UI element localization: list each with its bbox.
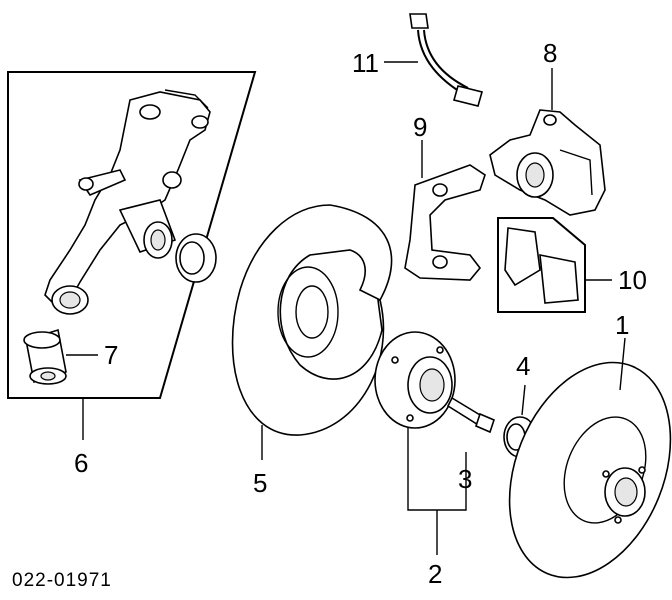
dust-shield — [231, 204, 393, 436]
callout-4: 4 — [516, 351, 530, 381]
brake-pads-box — [497, 217, 586, 313]
bushing — [23, 328, 67, 385]
brake-pads — [504, 227, 579, 304]
leader-1 — [619, 337, 626, 391]
caliper-bracket — [404, 164, 486, 281]
knuckle-group-box — [7, 71, 257, 399]
wheel-hub — [374, 331, 456, 429]
hub-bolt — [446, 396, 495, 434]
callout-11: 11 — [352, 48, 379, 78]
leader-4 — [521, 384, 526, 416]
reference-code: 022-01971 — [12, 570, 112, 591]
knuckle-seal-ring — [175, 233, 217, 283]
callout-6: 6 — [74, 448, 88, 478]
callout-10: 10 — [618, 265, 647, 295]
brake-caliper — [489, 109, 606, 216]
steering-knuckle — [44, 89, 211, 315]
callout-7: 7 — [104, 340, 118, 370]
brake-disc — [508, 361, 672, 579]
callout-9: 9 — [413, 112, 427, 142]
callout-8: 8 — [543, 38, 557, 68]
callout-1: 1 — [615, 310, 629, 340]
callout-2: 2 — [428, 559, 442, 589]
callout-5: 5 — [253, 468, 267, 498]
callout-3: 3 — [458, 464, 472, 494]
brake-hose — [409, 13, 483, 107]
